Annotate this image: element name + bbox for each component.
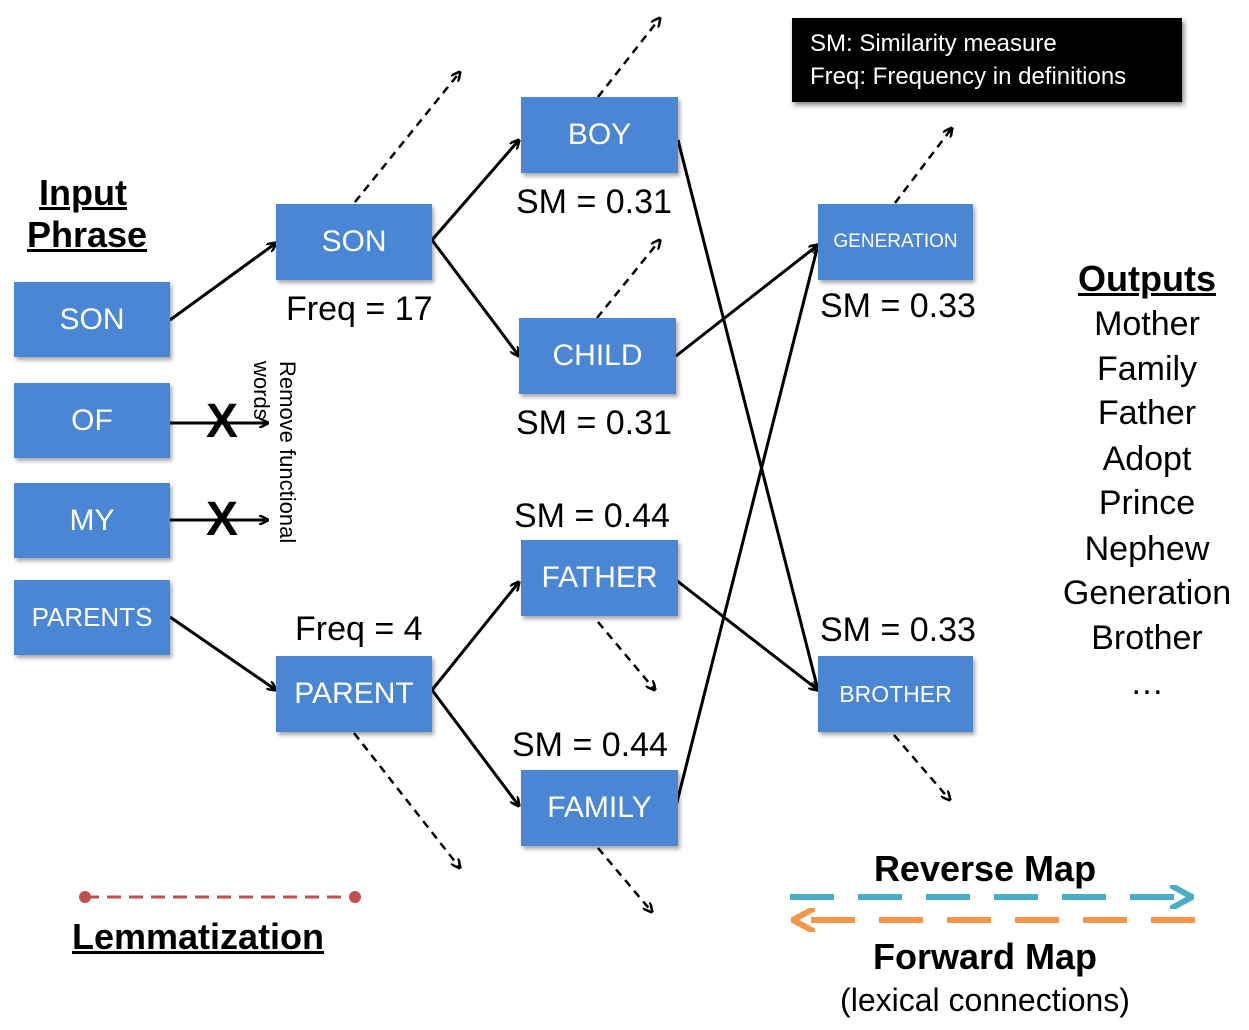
- input-word-my: MY: [14, 483, 170, 558]
- legend-box: SM: Similarity measure Freq: Frequency i…: [792, 18, 1182, 102]
- remove-functional-words-note: Remove functional words: [249, 361, 300, 544]
- dashed-boy-up: [597, 18, 660, 98]
- dashed-father-down: [597, 621, 655, 690]
- output-item: Brother: [1091, 619, 1203, 657]
- dashed-parent-down: [353, 732, 460, 868]
- node-generation: GENERATION: [818, 204, 973, 280]
- edge-father-to-brother: [675, 578, 818, 690]
- dashed-son-up: [354, 72, 460, 203]
- lemmatization-dot-left: [79, 891, 91, 903]
- reverse-map-label: Reverse Map: [873, 848, 1097, 889]
- output-item: Nephew: [1084, 530, 1210, 568]
- input-phrase-title-line2: Phrase: [26, 214, 148, 255]
- removed-of-x-mark: X: [206, 395, 239, 448]
- node-child: CHILD: [519, 318, 676, 394]
- legend-sm-text: SM: Similarity measure: [810, 30, 1057, 57]
- edge-parent-to-father: [430, 582, 519, 691]
- edge-parent-to-family: [430, 689, 519, 806]
- node-family: FAMILY: [521, 770, 678, 846]
- output-item: Father: [1097, 394, 1197, 432]
- dashed-brother-down: [893, 734, 950, 800]
- edge-child-to-generation: [675, 245, 818, 358]
- forward-map-label: Forward Map: [872, 936, 1097, 977]
- brother-sm-label: SM = 0.33: [820, 611, 976, 649]
- edge-son-to-child: [430, 239, 519, 356]
- father-sm-label: SM = 0.44: [514, 497, 670, 535]
- input-word-son: SON: [14, 282, 170, 357]
- edge-boy-to-brother: [676, 139, 818, 690]
- edge-parents-to-parent: [169, 615, 276, 690]
- dashed-child-up: [596, 240, 660, 319]
- boy-sm-label: SM = 0.31: [516, 183, 672, 221]
- node-brother: BROTHER: [818, 656, 973, 732]
- node-son: SON: [276, 204, 432, 280]
- input-phrase-title-line1: Input: [39, 172, 127, 213]
- removed-my-x-mark: X: [206, 493, 239, 546]
- edge-family-to-generation: [674, 245, 818, 807]
- lemmatization-dot-right: [349, 891, 361, 903]
- edge-son-to-boy: [430, 140, 519, 241]
- output-item: Adopt: [1102, 440, 1192, 478]
- input-word-of: OF: [14, 383, 170, 458]
- child-sm-label: SM = 0.31: [516, 404, 672, 442]
- family-sm-label: SM = 0.44: [512, 726, 668, 764]
- output-item: …: [1130, 664, 1164, 702]
- forward-map-sublabel: (lexical connections): [840, 982, 1130, 1018]
- output-item: Generation: [1062, 574, 1232, 612]
- dashed-family-down: [597, 847, 652, 912]
- input-word-parents: PARENTS: [14, 580, 170, 655]
- lemmatization-label: Lemmatization: [72, 916, 325, 957]
- node-father: FATHER: [521, 540, 678, 616]
- edge-son-input-to-son: [169, 243, 276, 322]
- node-parent: PARENT: [276, 656, 432, 732]
- node-boy: BOY: [521, 97, 678, 173]
- son-freq-label: Freq = 17: [286, 290, 433, 328]
- output-item: Family: [1096, 350, 1198, 388]
- output-item: Prince: [1098, 484, 1196, 522]
- parent-freq-label: Freq = 4: [295, 610, 423, 648]
- legend-freq-text: Freq: Frequency in definitions: [810, 63, 1127, 90]
- outputs-title: Outputs: [1078, 258, 1216, 299]
- output-item: Mother: [1094, 305, 1200, 343]
- dashed-generation-up: [894, 128, 952, 204]
- generation-sm-label: SM = 0.33: [820, 287, 976, 325]
